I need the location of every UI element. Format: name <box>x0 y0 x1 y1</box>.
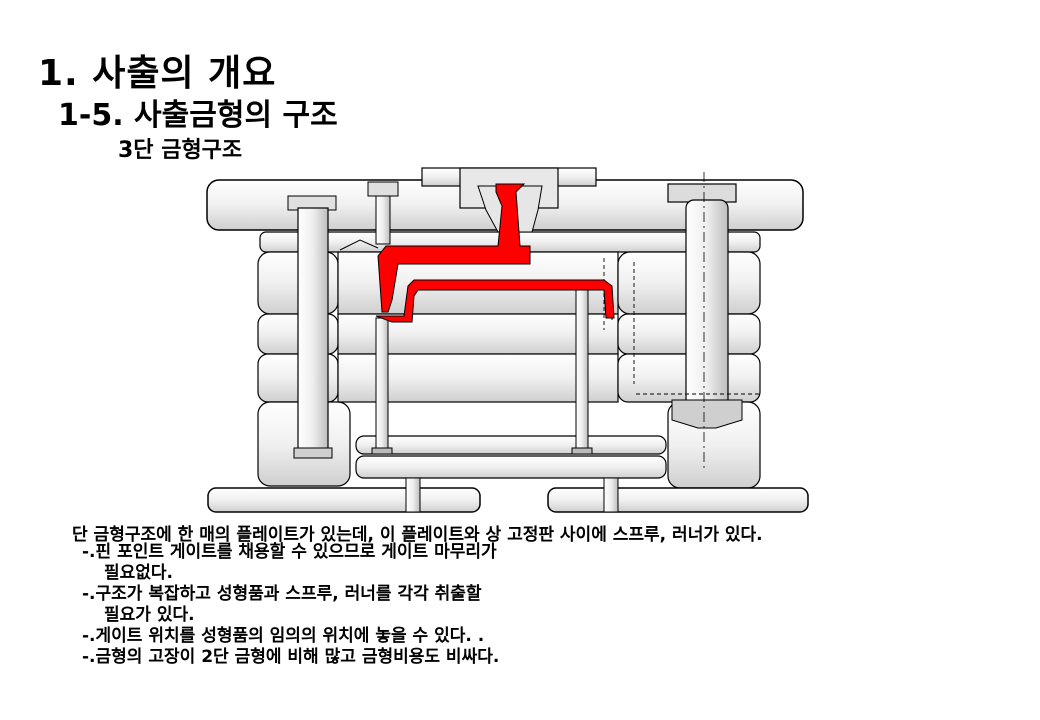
description-bullets: -.핀 포인트 게이트를 채용할 수 있으므로 게이트 마무리가 필요없다. -… <box>82 542 499 668</box>
guide-pin-left-foot <box>293 447 333 459</box>
return-pin-left <box>375 317 389 449</box>
guide-bushing-right <box>685 199 729 419</box>
list-item: -.게이트 위치를 성형품의 임의의 위치에 놓을 수 있다. . <box>82 626 499 647</box>
ejector-retainer-plate <box>355 435 667 455</box>
list-item: -.구조가 복잡하고 성형품과 스프루, 러너를 각각 취출할 필요가 있다. <box>82 584 499 626</box>
molded-part-melt <box>375 279 615 323</box>
list-item: -.핀 포인트 게이트를 채용할 수 있으므로 게이트 마무리가 필요없다. <box>82 542 499 584</box>
return-pin-right <box>575 287 589 451</box>
return-pin-right-base <box>571 447 593 455</box>
bullet-line: -.구조가 복잡하고 성형품과 스프루, 러너를 각각 취출할 <box>82 584 482 604</box>
guide-bushing-right-head <box>667 183 737 203</box>
sprue-runner-melt <box>377 183 531 313</box>
bullet-line: -.핀 포인트 게이트를 채용할 수 있으므로 게이트 마무리가 <box>82 542 497 562</box>
ejector-plate <box>355 455 667 479</box>
guide-pin-left <box>297 207 329 453</box>
ejector-rod-left <box>405 477 421 513</box>
puller-pin <box>375 195 391 245</box>
list-item: -.금형의 고장이 2단 금형에 비해 많고 금형비용도 비싸다. <box>82 647 499 668</box>
section-subtitle: 1-5. 사출금형의 구조 <box>58 98 338 133</box>
bottom-clamp-plate-left <box>207 487 481 513</box>
bullet-line: -.게이트 위치를 성형품의 임의의 위치에 놓을 수 있다. . <box>82 626 485 646</box>
return-pin-left-base <box>371 447 393 455</box>
bullet-line-continued: 필요가 있다. <box>104 605 195 625</box>
bottom-clamp-plate-right <box>547 487 809 513</box>
bullet-line-continued: 필요없다. <box>104 563 174 583</box>
diagram-caption: 3단 금형구조 <box>118 138 243 163</box>
page-title: 1. 사출의 개요 <box>38 53 277 94</box>
puller-pin-head <box>367 181 399 197</box>
description-intro: 단 금형구조에 한 매의 플레이트가 있는데, 이 플레이트와 상 고정판 사이… <box>72 525 763 545</box>
ejector-rod-right <box>603 477 619 513</box>
guide-bushing-right-tip <box>671 399 743 429</box>
bullet-line: -.금형의 고장이 2단 금형에 비해 많고 금형비용도 비싸다. <box>82 647 500 667</box>
